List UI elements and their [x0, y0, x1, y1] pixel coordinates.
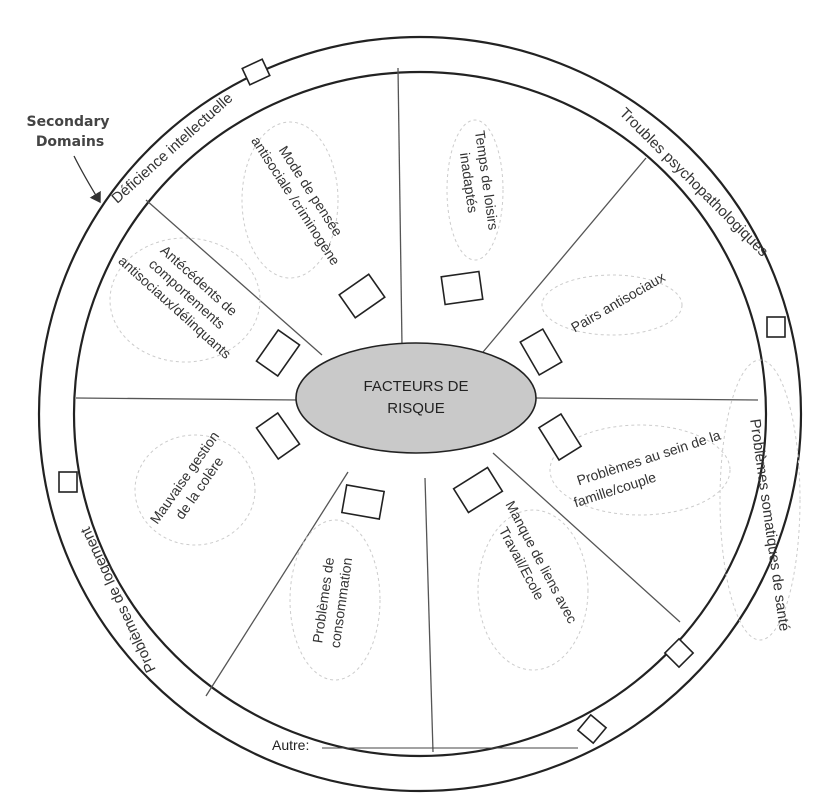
divider-top: [397, 67, 403, 347]
label-troubles: Troubles psychopathologiques: [616, 105, 772, 261]
outer-somatiques: Problèmes somatiques de santé: [746, 418, 793, 633]
checkbox-autre-ring[interactable]: [576, 713, 608, 745]
divider-top-right: [477, 157, 647, 359]
checkbox-consommation[interactable]: [340, 483, 386, 521]
divider-bottom-right: [492, 452, 681, 623]
checkbox-famille[interactable]: [537, 412, 583, 462]
outer-checkboxes: [58, 58, 786, 745]
center-title-line1: FACTEURS DE: [363, 378, 468, 395]
sector-dividers: [75, 67, 759, 753]
sector-mode-pensee: Mode de pensée antisociale /criminogène: [248, 133, 346, 268]
sector-consommation: Problèmes de consommation: [309, 556, 355, 649]
checkbox-logement[interactable]: [58, 471, 78, 493]
divider-bottom: [424, 477, 434, 753]
outer-troubles: Troubles psychopathologiques: [616, 105, 772, 261]
annotation-arrow: [73, 155, 101, 204]
checkbox-antecedents[interactable]: [255, 328, 301, 378]
sector-temps-loisirs: Temps de loisirs inadaptés: [457, 129, 502, 231]
divider-left: [75, 397, 301, 401]
divider-bottom-left: [205, 471, 349, 697]
sector-pairs: Pairs antisociaux: [568, 269, 668, 336]
sector-travail: Manque de liens avec Travail/Ecole: [496, 498, 581, 626]
outer-deficience: Déficience intellectuelle: [108, 90, 236, 208]
annotation-line1: Secondary: [27, 114, 110, 130]
divider-top-left: [145, 199, 323, 356]
divider-right: [534, 397, 759, 401]
label-clouds: [109, 119, 801, 681]
outer-ring: [37, 35, 803, 793]
checkbox-somatiques[interactable]: [663, 637, 695, 669]
inner-ring: [72, 70, 768, 758]
autre-label: Autre:: [272, 737, 309, 753]
label-somatiques: Problèmes somatiques de santé: [746, 418, 793, 633]
checkbox-travail[interactable]: [452, 466, 504, 514]
sector-famille: Problèmes au sein de la famille/couple: [572, 427, 723, 511]
inner-checkboxes: [255, 270, 583, 521]
checkbox-troubles[interactable]: [766, 316, 786, 338]
center-hub: [295, 342, 537, 454]
checkbox-colere[interactable]: [255, 411, 301, 461]
label-pairs: Pairs antisociaux: [568, 269, 668, 336]
checkbox-mode-pensee[interactable]: [338, 273, 386, 319]
checkbox-pairs[interactable]: [519, 327, 563, 377]
sector-colere: Mauvaise gestion de la colère: [147, 428, 227, 526]
center-title-line2: RISQUE: [387, 400, 445, 417]
sector-antecedents: Antécédents de comportements antisociaux…: [116, 242, 241, 362]
label-deficience: Déficience intellectuelle: [108, 90, 236, 208]
checkbox-temps-loisirs[interactable]: [440, 270, 484, 306]
checkbox-deficience[interactable]: [241, 58, 271, 86]
annotation-line2: Domains: [36, 134, 104, 150]
